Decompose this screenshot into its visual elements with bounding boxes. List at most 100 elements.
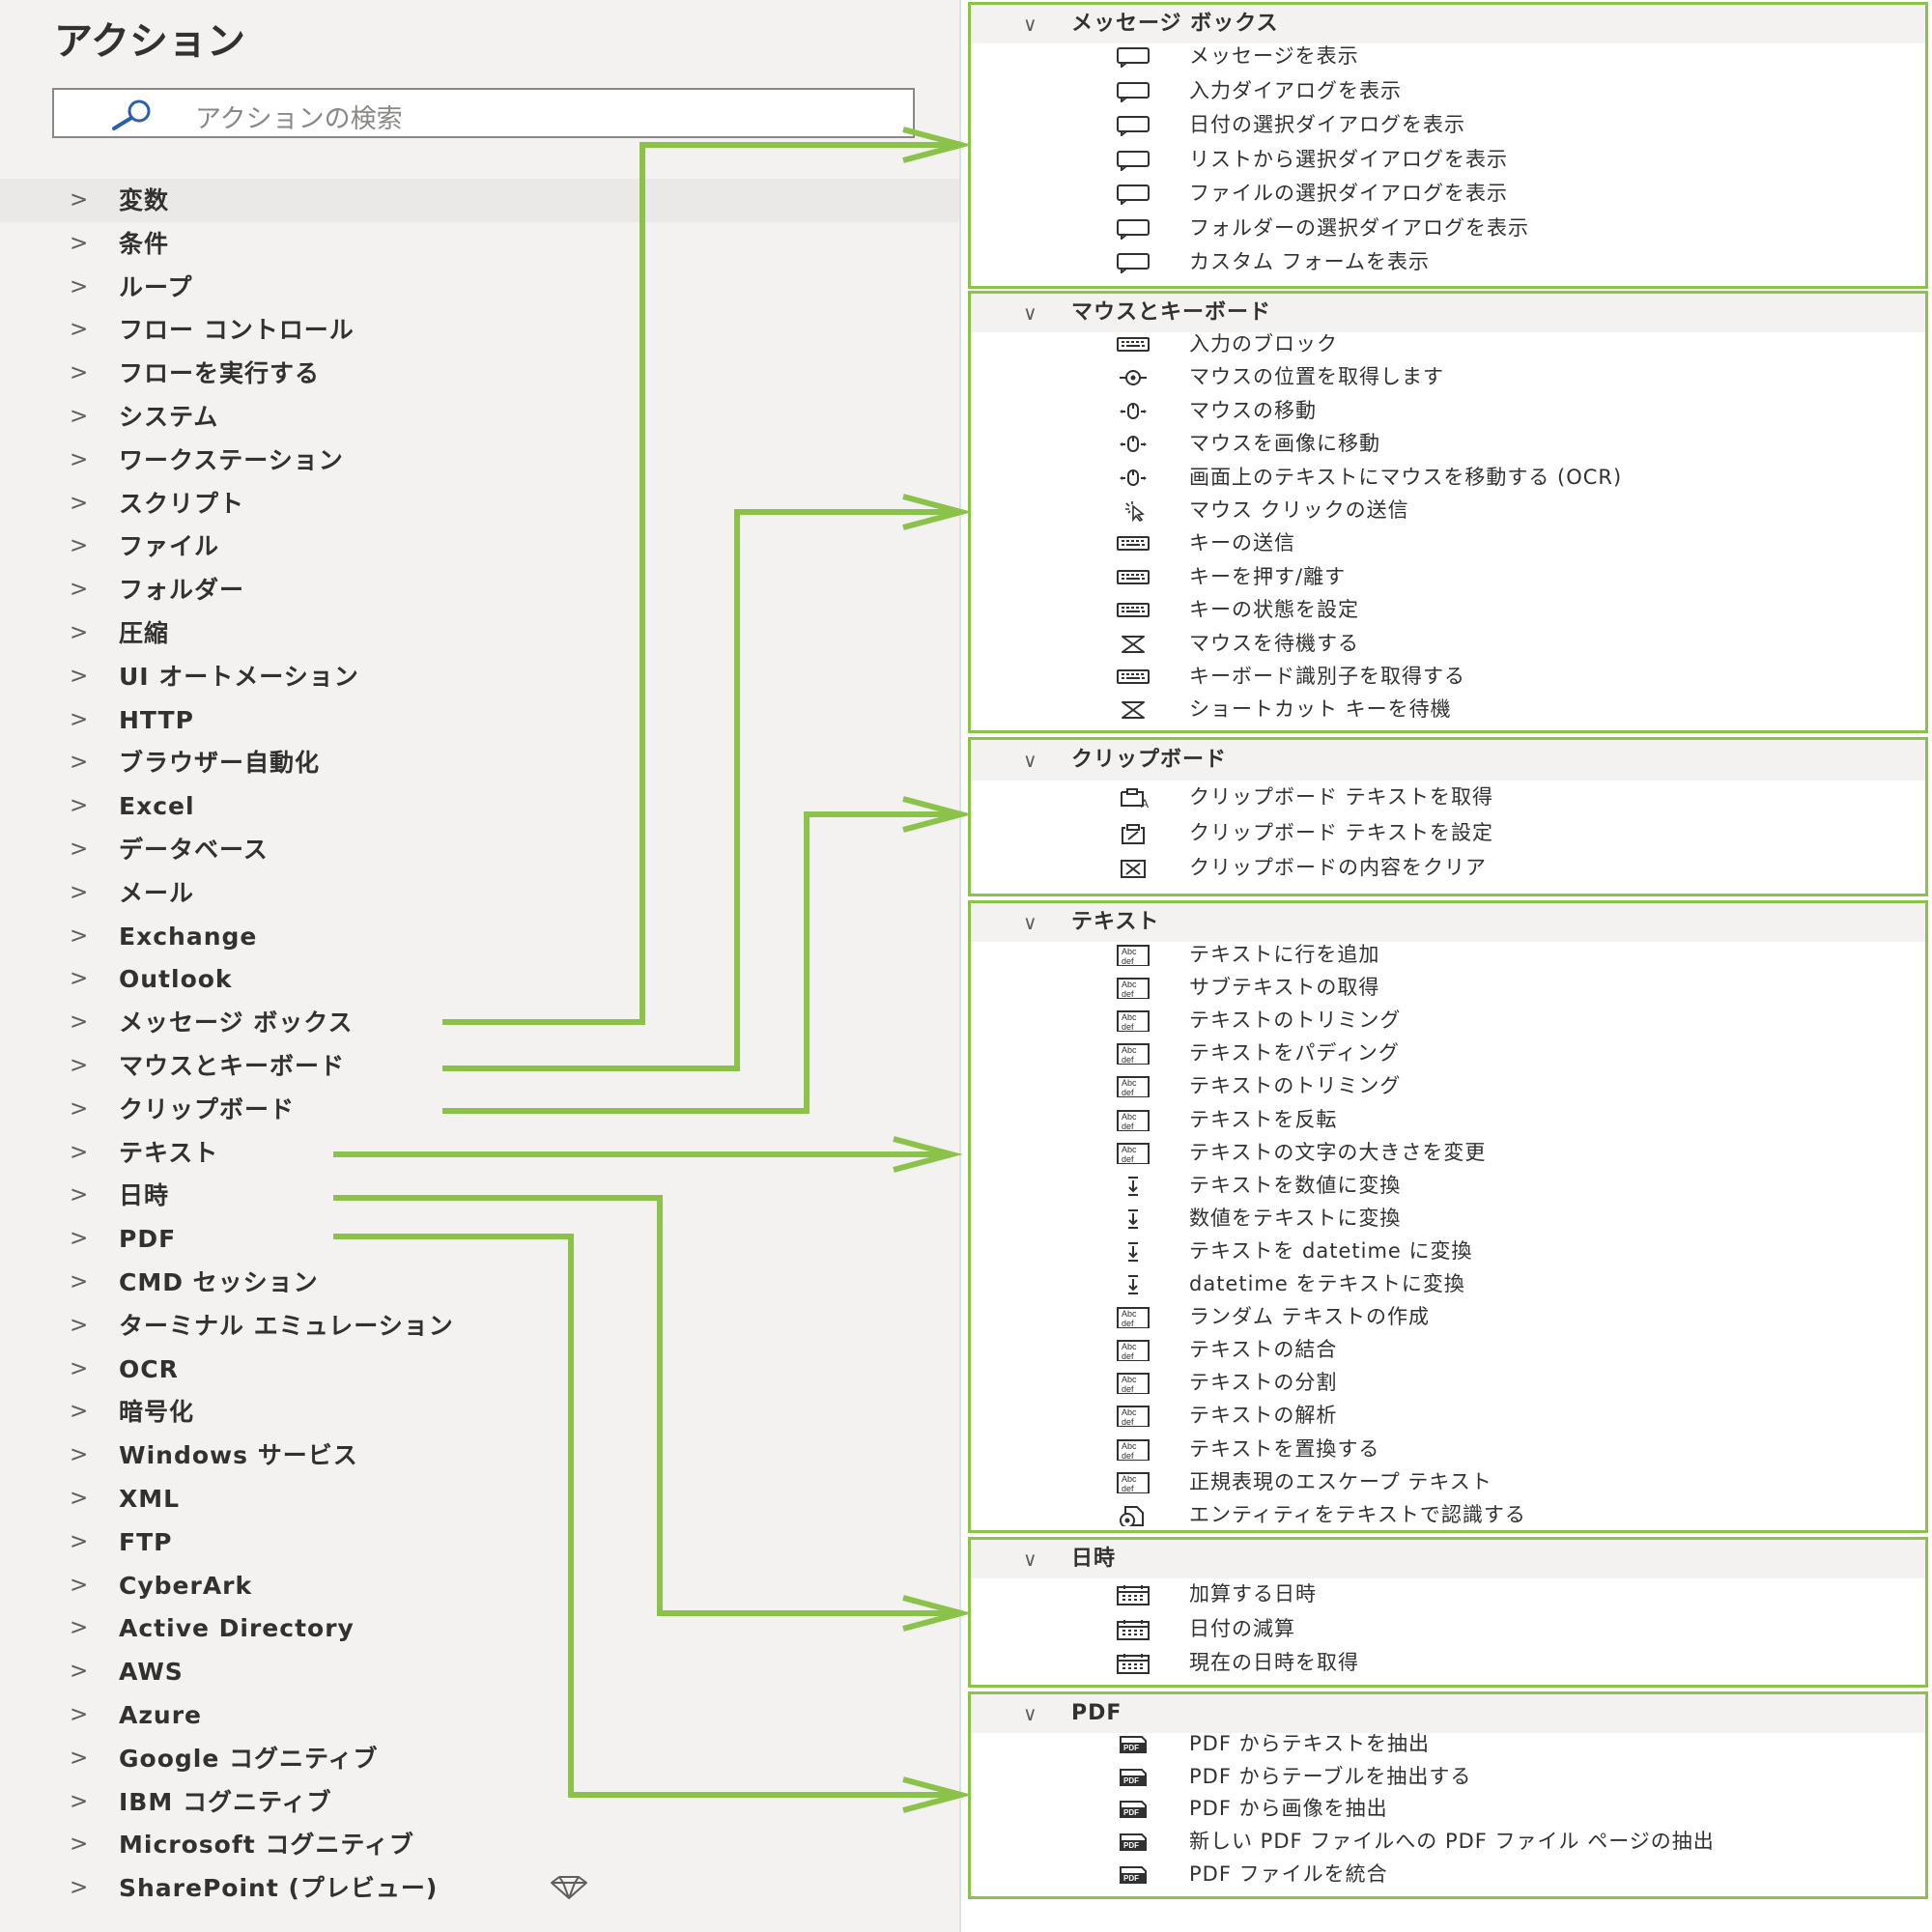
action-item[interactable]: 入力のブロック [971, 327, 1925, 360]
category-item[interactable]: >Windows サービス [0, 1434, 959, 1477]
category-item[interactable]: >データベース [0, 828, 959, 871]
category-item[interactable]: >ブラウザー自動化 [0, 741, 959, 784]
action-item[interactable]: ファイルの選択ダイアログを表示 [971, 177, 1925, 210]
category-item[interactable]: >メッセージ ボックス [0, 1001, 959, 1044]
action-item[interactable]: マウスを待機する [971, 627, 1925, 660]
action-item[interactable]: テキストを数値に変換 [971, 1169, 1925, 1202]
category-item[interactable]: >変数 [0, 179, 959, 222]
group-header[interactable]: ∨クリップボード [971, 740, 1925, 781]
action-item[interactable]: カスタム フォームを表示 [971, 245, 1925, 278]
category-item[interactable]: >フローを実行する [0, 352, 959, 395]
action-item[interactable]: マウス クリックの送信 [971, 494, 1925, 526]
action-item[interactable]: ショートカット キーを待機 [971, 693, 1925, 725]
chevron-right-icon: > [70, 1269, 89, 1294]
category-item[interactable]: >CyberArk [0, 1564, 959, 1607]
action-item[interactable]: キーの状態を設定 [971, 593, 1925, 626]
category-item[interactable]: >条件 [0, 222, 959, 266]
category-item[interactable]: >ファイル [0, 525, 959, 568]
category-item[interactable]: >HTTP [0, 698, 959, 742]
category-item[interactable]: >Exchange [0, 915, 959, 958]
category-item[interactable]: >OCR [0, 1348, 959, 1391]
action-label: 新しい PDF ファイルへの PDF ファイル ページの抽出 [1189, 1830, 1715, 1854]
category-item[interactable]: >暗号化 [0, 1390, 959, 1434]
action-label: テキストを置換する [1189, 1436, 1380, 1461]
category-item[interactable]: >IBM コグニティブ [0, 1780, 959, 1824]
group-title: マウスとキーボード [1071, 300, 1272, 325]
category-item[interactable]: >メール [0, 871, 959, 915]
category-item[interactable]: >Excel [0, 784, 959, 828]
action-item[interactable]: 日付の減算 [971, 1612, 1925, 1645]
action-item[interactable]: キーボード識別子を取得する [971, 660, 1925, 693]
group-header[interactable]: ∨日時 [971, 1540, 1925, 1578]
action-item[interactable]: マウスの移動 [971, 394, 1925, 427]
category-item[interactable]: >システム [0, 395, 959, 439]
action-item[interactable]: 数値をテキストに変換 [971, 1202, 1925, 1235]
action-item[interactable]: キーを押す/離す [971, 560, 1925, 593]
action-item[interactable]: テキストを datetime に変換 [971, 1235, 1925, 1267]
category-item[interactable]: >フォルダー [0, 568, 959, 611]
category-item[interactable]: >Google コグニティブ [0, 1737, 959, 1780]
category-item[interactable]: >日時 [0, 1174, 959, 1217]
category-item[interactable]: >ワークステーション [0, 439, 959, 482]
action-item[interactable]: マウスの位置を取得します [971, 360, 1925, 393]
action-item[interactable]: キーの送信 [971, 526, 1925, 559]
category-item[interactable]: >マウスとキーボード [0, 1044, 959, 1088]
category-item[interactable]: >Azure [0, 1693, 959, 1737]
category-item[interactable]: >フロー コントロール [0, 308, 959, 352]
category-item[interactable]: >クリップボード [0, 1088, 959, 1131]
action-item[interactable]: リストから選択ダイアログを表示 [971, 143, 1925, 176]
search-input[interactable]: アクションの検索 [52, 88, 915, 138]
action-label: 現在の日時を取得 [1189, 1651, 1359, 1674]
category-item[interactable]: >Active Directory [0, 1606, 959, 1650]
action-item[interactable]: クリップボード テキストを設定 [971, 816, 1925, 849]
action-item[interactable]: エンティティをテキストで認識する [971, 1498, 1925, 1530]
group-header[interactable]: ∨マウスとキーボード [971, 294, 1925, 332]
group-header[interactable]: ∨テキスト [971, 903, 1925, 942]
category-item[interactable]: >スクリプト [0, 482, 959, 526]
action-item[interactable]: クリップボードの内容をクリア [971, 851, 1925, 884]
category-item[interactable]: >AWS [0, 1650, 959, 1693]
category-item[interactable]: >テキスト [0, 1131, 959, 1175]
group-header[interactable]: ∨PDF [971, 1694, 1925, 1733]
group-header[interactable]: ∨メッセージ ボックス [971, 5, 1925, 43]
category-item[interactable]: >ターミナル エミュレーション [0, 1304, 959, 1348]
category-item[interactable]: >CMD セッション [0, 1261, 959, 1304]
category-item[interactable]: >SharePoint (プレビュー) [0, 1866, 959, 1910]
action-item[interactable]: datetime をテキストに変換 [971, 1267, 1925, 1300]
action-item[interactable]: 加算する日時 [971, 1577, 1925, 1610]
category-item[interactable]: >PDF [0, 1217, 959, 1261]
category-item[interactable]: >Outlook [0, 957, 959, 1001]
action-item[interactable]: 画面上のテキストにマウスを移動する (OCR) [971, 461, 1925, 494]
category-item[interactable]: >Microsoft コグニティブ [0, 1823, 959, 1866]
category-item[interactable]: >UI オートメーション [0, 655, 959, 698]
action-item[interactable]: 日付の選択ダイアログを表示 [971, 108, 1925, 141]
category-item[interactable]: >FTP [0, 1520, 959, 1564]
action-item[interactable]: メッセージを表示 [971, 40, 1925, 72]
action-item[interactable]: マウスを画像に移動 [971, 427, 1925, 460]
category-item[interactable]: >圧縮 [0, 611, 959, 655]
action-item[interactable]: 現在の日時を取得 [971, 1646, 1925, 1679]
category-item[interactable]: >ループ [0, 266, 959, 309]
action-item[interactable]: 入力ダイアログを表示 [971, 74, 1925, 107]
category-item[interactable]: >XML [0, 1477, 959, 1520]
action-item[interactable]: フォルダーの選択ダイアログを表示 [971, 212, 1925, 244]
